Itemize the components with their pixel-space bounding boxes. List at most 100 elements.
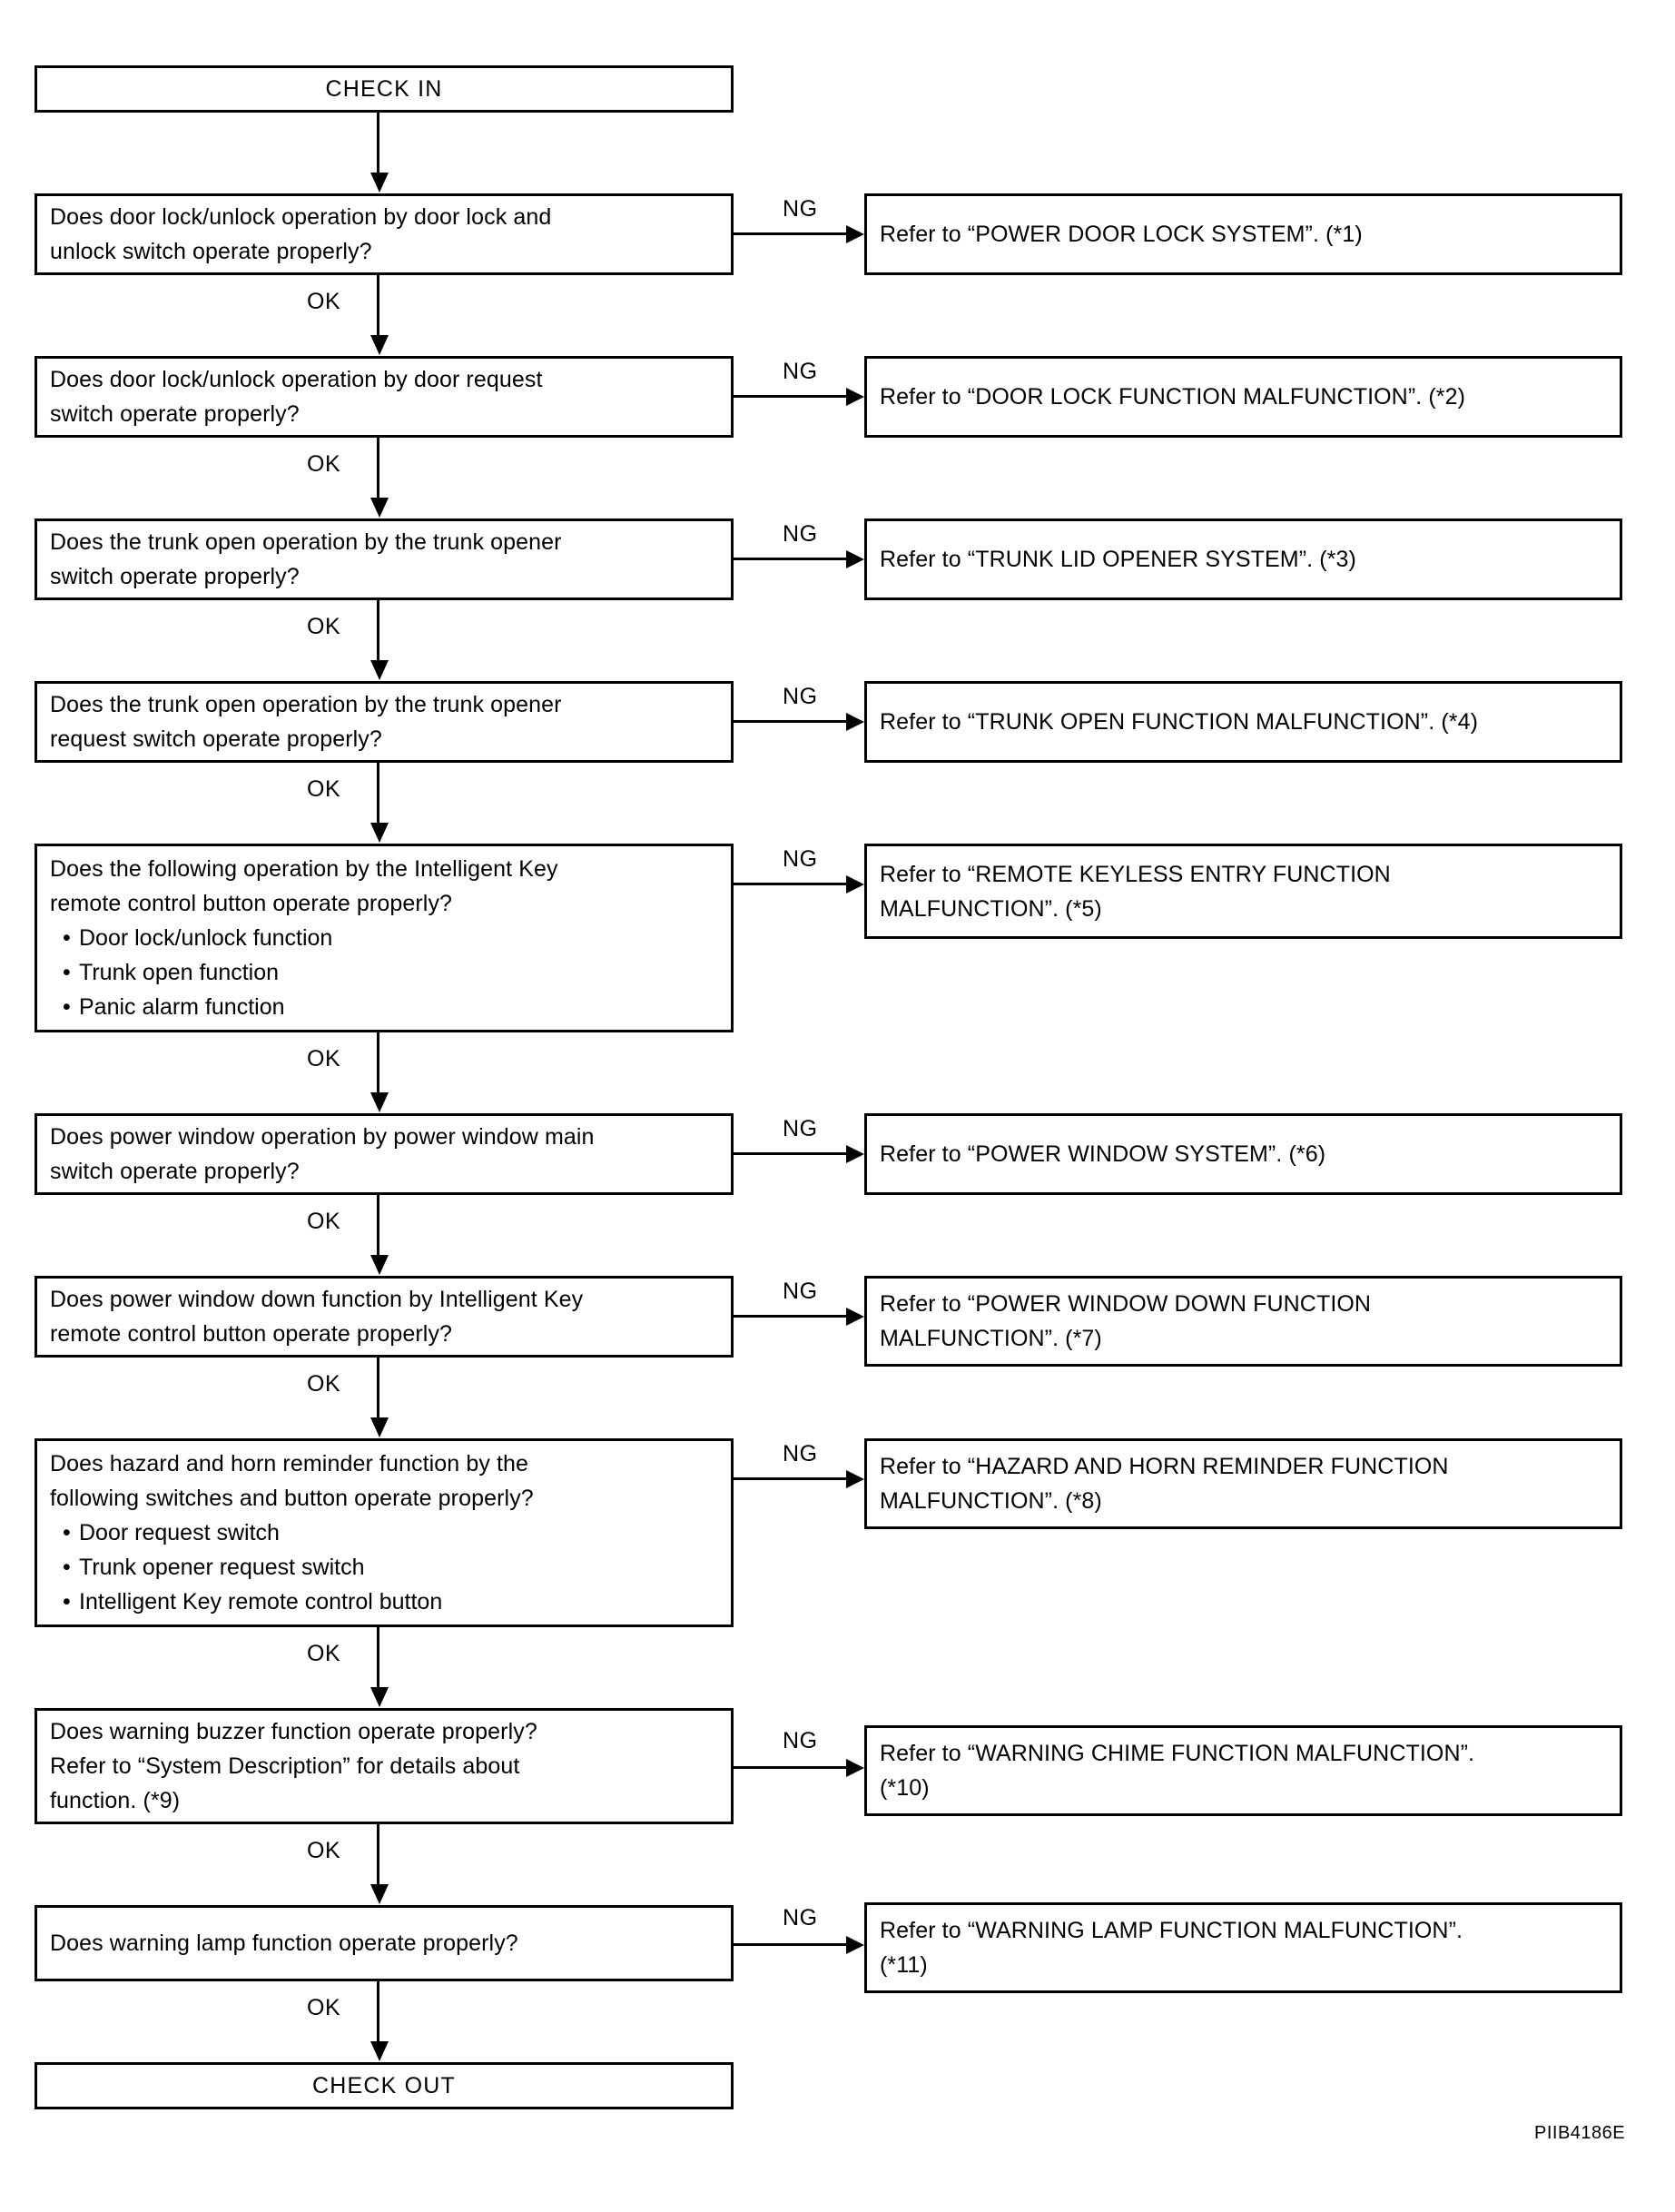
ng-branch-line-1 <box>734 232 852 235</box>
decision-node-8-line-2: following switches and button operate pr… <box>50 1486 534 1511</box>
decision-node-10: Does warning lamp function operate prope… <box>34 1905 734 1981</box>
decision-node-2-line-1: Does door lock/unlock operation by door … <box>50 367 543 392</box>
action-node-10-line-2: (*11) <box>880 1952 928 1978</box>
ok-label-9: OK <box>307 1838 341 1863</box>
ng-branch-line-5 <box>734 883 852 885</box>
decision-node-4-line-1: Does the trunk open operation by the tru… <box>50 692 562 717</box>
action-node-4-line-1: Refer to “TRUNK OPEN FUNCTION MALFUNCTIO… <box>880 709 1478 735</box>
ok-label-2: OK <box>307 451 341 477</box>
ok-label-7: OK <box>307 1371 341 1397</box>
ng-branch-line-4 <box>734 720 852 723</box>
decision-node-7-line-1: Does power window down function by Intel… <box>50 1287 584 1312</box>
connector-step10-to-end <box>377 1981 379 2045</box>
ng-arrow-2 <box>846 388 864 406</box>
decision-node-2: Does door lock/unlock operation by door … <box>34 356 734 438</box>
decision-node-10-line-1: Does warning lamp function operate prope… <box>50 1931 518 1956</box>
ng-branch-line-7 <box>734 1315 852 1318</box>
decision-node-8-bullet-2: Trunk opener request switch <box>50 1550 718 1585</box>
action-node-3: Refer to “TRUNK LID OPENER SYSTEM”. (*3) <box>864 518 1622 600</box>
ng-label-5: NG <box>783 846 818 872</box>
action-node-7: Refer to “POWER WINDOW DOWN FUNCTION MAL… <box>864 1276 1622 1367</box>
action-node-9-line-1: Refer to “WARNING CHIME FUNCTION MALFUNC… <box>880 1741 1475 1766</box>
action-node-7-line-1: Refer to “POWER WINDOW DOWN FUNCTION <box>880 1291 1372 1317</box>
decision-node-6-line-2: switch operate properly? <box>50 1159 300 1184</box>
ng-branch-line-8 <box>734 1477 852 1480</box>
connector-step7-to-step8 <box>377 1358 379 1421</box>
decision-node-9-line-2: Refer to “System Description” for detail… <box>50 1753 520 1779</box>
arrow-step4-to-step5 <box>370 823 389 843</box>
action-node-8-line-2: MALFUNCTION”. (*8) <box>880 1488 1102 1514</box>
ng-branch-line-2 <box>734 395 852 398</box>
arrow-step2-to-step3 <box>370 498 389 518</box>
ng-arrow-9 <box>846 1759 864 1777</box>
action-node-6: Refer to “POWER WINDOW SYSTEM”. (*6) <box>864 1113 1622 1195</box>
action-node-10: Refer to “WARNING LAMP FUNCTION MALFUNCT… <box>864 1902 1622 1993</box>
end-node-label: CHECK OUT <box>311 2073 457 2098</box>
ng-branch-line-3 <box>734 558 852 560</box>
decision-node-4: Does the trunk open operation by the tru… <box>34 681 734 763</box>
decision-node-5-bullet-2: Trunk open function <box>50 955 718 990</box>
ng-branch-line-9 <box>734 1766 852 1769</box>
decision-node-5: Does the following operation by the Inte… <box>34 844 734 1032</box>
ng-label-7: NG <box>783 1279 818 1304</box>
ng-arrow-5 <box>846 875 864 894</box>
arrow-step7-to-step8 <box>370 1417 389 1437</box>
connector-step8-to-step9 <box>377 1627 379 1691</box>
ng-label-6: NG <box>783 1116 818 1141</box>
arrow-step5-to-step6 <box>370 1092 389 1112</box>
action-node-2: Refer to “DOOR LOCK FUNCTION MALFUNCTION… <box>864 356 1622 438</box>
action-node-4: Refer to “TRUNK OPEN FUNCTION MALFUNCTIO… <box>864 681 1622 763</box>
decision-node-7: Does power window down function by Intel… <box>34 1276 734 1358</box>
figure-reference-code: PIIB4186E <box>1534 2123 1626 2143</box>
ng-branch-line-10 <box>734 1943 852 1946</box>
connector-step6-to-step7 <box>377 1195 379 1259</box>
arrow-step10-to-end <box>370 2041 389 2061</box>
ng-arrow-7 <box>846 1308 864 1326</box>
action-node-8: Refer to “HAZARD AND HORN REMINDER FUNCT… <box>864 1438 1622 1529</box>
decision-node-3-line-2: switch operate properly? <box>50 564 300 589</box>
decision-node-3-line-1: Does the trunk open operation by the tru… <box>50 529 562 555</box>
action-node-5-line-1: Refer to “REMOTE KEYLESS ENTRY FUNCTION <box>880 861 1391 887</box>
decision-node-5-line-1: Does the following operation by the Inte… <box>50 856 558 882</box>
connector-step9-to-step10 <box>377 1824 379 1888</box>
action-node-9: Refer to “WARNING CHIME FUNCTION MALFUNC… <box>864 1725 1622 1816</box>
ok-label-5: OK <box>307 1046 341 1071</box>
connector-step1-to-step2 <box>377 275 379 339</box>
end-node-check-out: CHECK OUT <box>34 2062 734 2109</box>
decision-node-4-line-2: request switch operate properly? <box>50 726 382 752</box>
decision-node-5-line-2: remote control button operate properly? <box>50 891 453 916</box>
action-node-2-line-1: Refer to “DOOR LOCK FUNCTION MALFUNCTION… <box>880 384 1466 410</box>
action-node-6-line-1: Refer to “POWER WINDOW SYSTEM”. (*6) <box>880 1141 1326 1167</box>
action-node-5: Refer to “REMOTE KEYLESS ENTRY FUNCTION … <box>864 844 1622 939</box>
decision-node-1-line-1: Does door lock/unlock operation by door … <box>50 204 552 230</box>
arrow-step8-to-step9 <box>370 1687 389 1707</box>
action-node-1: Refer to “POWER DOOR LOCK SYSTEM”. (*1) <box>864 193 1622 275</box>
ng-label-2: NG <box>783 359 818 384</box>
ng-label-10: NG <box>783 1905 818 1931</box>
connector-step5-to-step6 <box>377 1032 379 1096</box>
ng-label-9: NG <box>783 1728 818 1753</box>
ng-label-8: NG <box>783 1441 818 1466</box>
decision-node-6: Does power window operation by power win… <box>34 1113 734 1195</box>
action-node-7-line-2: MALFUNCTION”. (*7) <box>880 1326 1102 1351</box>
ng-arrow-6 <box>846 1145 864 1163</box>
action-node-1-line-1: Refer to “POWER DOOR LOCK SYSTEM”. (*1) <box>880 222 1363 247</box>
action-node-8-line-1: Refer to “HAZARD AND HORN REMINDER FUNCT… <box>880 1454 1449 1479</box>
action-node-9-line-2: (*10) <box>880 1775 930 1801</box>
ok-label-3: OK <box>307 614 341 639</box>
decision-node-8-line-1: Does hazard and horn reminder function b… <box>50 1451 529 1476</box>
decision-node-1-line-2: unlock switch operate properly? <box>50 239 372 264</box>
decision-node-5-bullet-3: Panic alarm function <box>50 990 718 1024</box>
arrow-start-to-step1 <box>370 173 389 193</box>
connector-step2-to-step3 <box>377 438 379 501</box>
start-node-label: CHECK IN <box>325 76 443 102</box>
decision-node-8: Does hazard and horn reminder function b… <box>34 1438 734 1627</box>
decision-node-9-line-1: Does warning buzzer function operate pro… <box>50 1719 537 1744</box>
arrow-step1-to-step2 <box>370 335 389 355</box>
ok-label-1: OK <box>307 289 341 314</box>
ok-label-8: OK <box>307 1641 341 1666</box>
ng-branch-line-6 <box>734 1152 852 1155</box>
decision-node-1: Does door lock/unlock operation by door … <box>34 193 734 275</box>
ng-arrow-3 <box>846 550 864 568</box>
